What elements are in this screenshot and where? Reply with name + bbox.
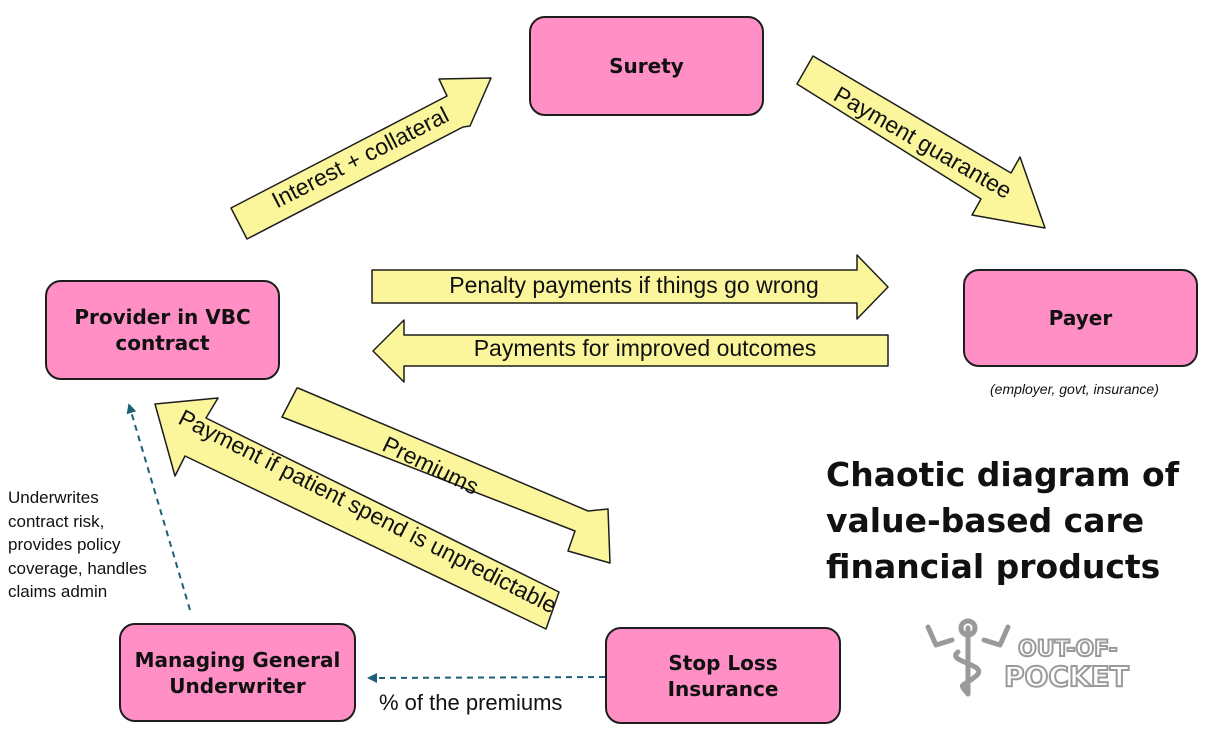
headline-line1: Chaotic diagram of (826, 455, 1180, 494)
logo-text-line2: POCKET (1004, 660, 1129, 693)
arrow-payment-guarantee: Payment guarantee (796, 55, 1046, 229)
arrow-improved-outcomes: Payments for improved outcomes (372, 319, 889, 383)
caduceus-icon (925, 618, 1011, 697)
mgu-note-line5: claims admin (8, 582, 108, 601)
headline-line3: financial products (826, 547, 1161, 586)
label-penalty-payments: Penalty payments if things go wrong (449, 272, 818, 298)
dashed-arrow-mgu-to-provider (126, 403, 191, 611)
node-mgu-label-line1: Managing General (134, 647, 341, 672)
dashed-arrow-stoploss-to-mgu (367, 672, 606, 683)
logo-text-line1: OUT-OF- (1018, 637, 1118, 662)
out-of-pocket-logo: OUT-OF- POCKET (925, 618, 1130, 697)
node-mgu-label-line2: Underwriter (169, 673, 306, 698)
payer-note: (employer, govt, insurance) (990, 381, 1159, 397)
node-stop-loss-label-line1: Stop Loss (668, 650, 778, 675)
node-payer-label: Payer (1048, 306, 1113, 330)
node-stop-loss-label-line2: Insurance (667, 676, 779, 701)
arrow-interest-collateral: Interest + collateral (230, 77, 492, 240)
headline-line2: value-based care (826, 501, 1145, 540)
node-provider-label-line1: Provider in VBC (74, 305, 251, 329)
mgu-note-line3: provides policy (8, 535, 121, 554)
label-improved-outcomes: Payments for improved outcomes (474, 335, 817, 361)
node-provider-label-line2: contract (115, 331, 210, 355)
node-mgu: Managing General Underwriter (119, 623, 356, 722)
label-interest-collateral: Interest + collateral (267, 101, 453, 213)
node-provider: Provider in VBC contract (45, 280, 280, 380)
node-stop-loss: Stop Loss Insurance (605, 627, 841, 724)
diagram-headline: Chaotic diagram of value-based care fina… (826, 452, 1179, 590)
label-share-of-premiums: % of the premiums (379, 690, 563, 715)
node-payer: Payer (963, 269, 1198, 367)
mgu-note: Underwrites contract risk, provides poli… (8, 486, 147, 604)
arrow-penalty-payments: Penalty payments if things go wrong (371, 254, 889, 320)
node-surety: Surety (529, 16, 764, 116)
mgu-note-line1: Underwrites (8, 488, 99, 507)
mgu-note-line2: contract risk, (8, 511, 105, 531)
label-payment-guarantee: Payment guarantee (830, 81, 1017, 204)
node-surety-label: Surety (609, 54, 684, 78)
mgu-note-line4: coverage, handles (8, 558, 147, 578)
